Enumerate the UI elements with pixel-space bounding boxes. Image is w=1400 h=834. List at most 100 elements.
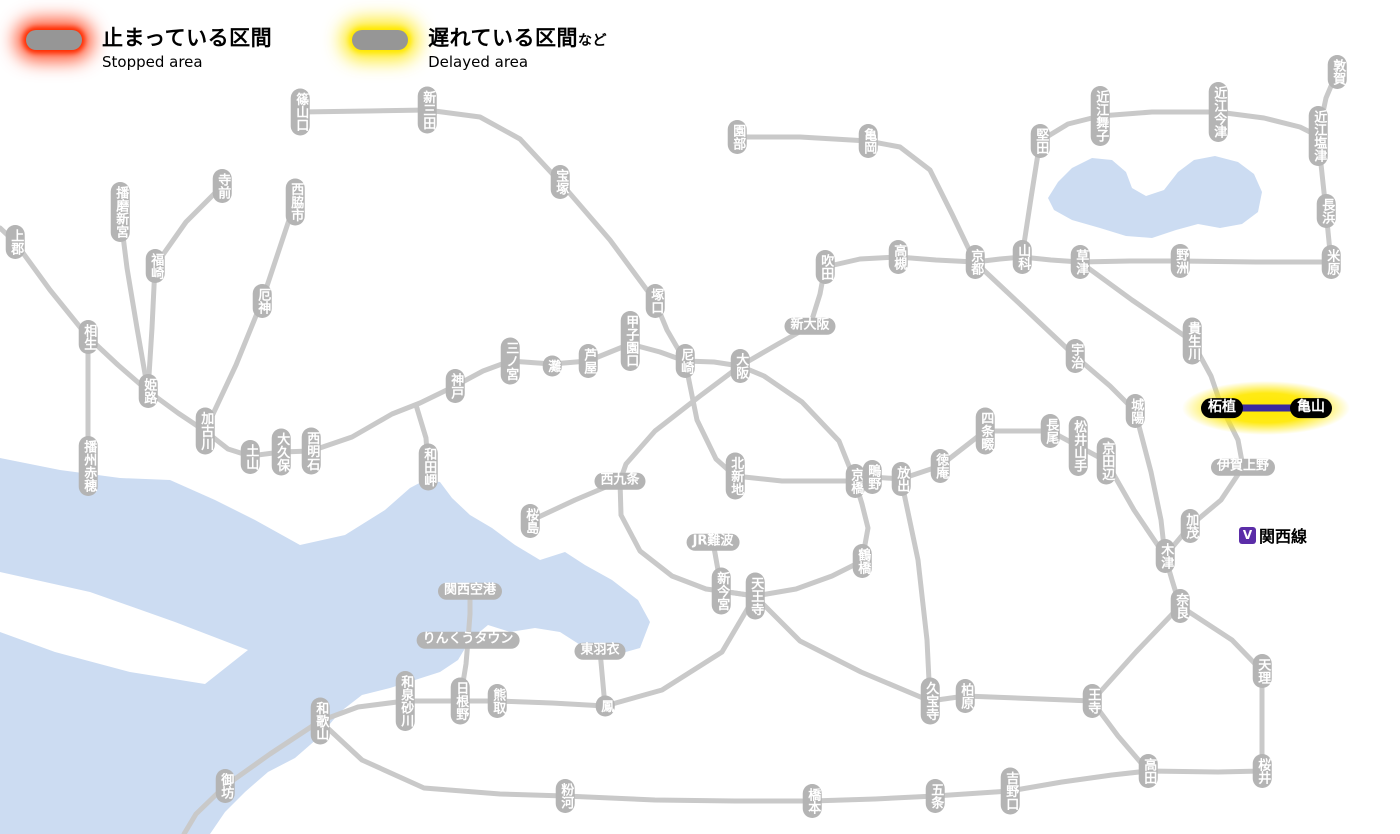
station-pill-JR難波: JR難波 bbox=[686, 533, 740, 551]
station-pill-橋本: 橋本 bbox=[802, 784, 822, 818]
station-pill-日根野: 日根野 bbox=[450, 677, 470, 725]
station-pill-長尾: 長尾 bbox=[1040, 414, 1060, 448]
legend-stopped: 止まっている区間 Stopped area bbox=[26, 22, 272, 71]
land-area-0 bbox=[0, 572, 248, 684]
station-pill-西九条: 西九条 bbox=[594, 472, 646, 490]
station-pill-徳庵: 徳庵 bbox=[930, 449, 950, 483]
station-pill-鳳: 鳳 bbox=[595, 695, 615, 717]
rail-line-yamatoji bbox=[710, 539, 1183, 704]
station-pill-西脇市: 西脇市 bbox=[285, 178, 305, 226]
station-pill-芦屋: 芦屋 bbox=[578, 344, 598, 378]
station-pill-播州赤穂: 播州赤穂 bbox=[78, 436, 98, 496]
legend-delayed-label-ja: 遅れている区間など bbox=[428, 22, 607, 52]
alert-station-pill-亀山[interactable]: 亀山 bbox=[1290, 398, 1332, 418]
station-pill-御坊: 御坊 bbox=[215, 769, 235, 803]
station-pill-和歌山: 和歌山 bbox=[310, 697, 330, 745]
rail-line-osaka-higashi bbox=[898, 476, 933, 704]
station-pill-土山: 土山 bbox=[240, 440, 260, 474]
station-pill-五条: 五条 bbox=[925, 779, 945, 813]
station-pill-伊賀上野: 伊賀上野 bbox=[1210, 458, 1276, 476]
rail-line-wakayama bbox=[317, 698, 1151, 804]
rail-line-gakkentoshi bbox=[852, 428, 1168, 559]
rail-line-manyo bbox=[1145, 603, 1265, 775]
kansai-line-symbol-icon: V bbox=[1239, 526, 1256, 544]
station-pill-新今宮: 新今宮 bbox=[711, 567, 731, 615]
station-pill-長浜: 長浜 bbox=[1316, 194, 1336, 228]
station-pill-貴生川: 貴生川 bbox=[1182, 317, 1202, 365]
station-pill-高槻: 高槻 bbox=[888, 240, 908, 274]
legend: 止まっている区間 Stopped area 遅れている区間など Delayed … bbox=[26, 22, 607, 71]
station-pill-和田岬: 和田岬 bbox=[418, 443, 438, 491]
station-pill-姫路: 姫路 bbox=[138, 374, 158, 408]
station-pill-木津: 木津 bbox=[1155, 539, 1175, 573]
station-pill-鴫野: 鴫野 bbox=[862, 460, 882, 494]
station-pill-堅田: 堅田 bbox=[1030, 124, 1050, 158]
rail-line-bantan bbox=[145, 183, 225, 394]
rail-line-kosei bbox=[1019, 109, 1321, 260]
station-pill-加茂: 加茂 bbox=[1180, 509, 1200, 543]
station-pill-桜井: 桜井 bbox=[1252, 754, 1272, 788]
station-pill-新大阪: 新大阪 bbox=[784, 317, 836, 335]
station-pill-粉河: 粉河 bbox=[555, 779, 575, 813]
station-pill-大久保: 大久保 bbox=[271, 428, 291, 476]
station-pill-京都: 京都 bbox=[965, 245, 985, 279]
station-pill-熊取: 熊取 bbox=[487, 684, 507, 718]
station-pill-灘: 灘 bbox=[542, 355, 562, 377]
station-pill-播磨新宮: 播磨新宮 bbox=[110, 182, 130, 242]
legend-delayed-text: 遅れている区間など Delayed area bbox=[428, 22, 607, 71]
station-pill-北新地: 北新地 bbox=[725, 452, 745, 500]
station-pill-吉野口: 吉野口 bbox=[1000, 767, 1020, 815]
legend-delayed: 遅れている区間など Delayed area bbox=[352, 22, 607, 71]
station-pill-奈良: 奈良 bbox=[1170, 589, 1190, 623]
station-pill-草津: 草津 bbox=[1070, 245, 1090, 279]
station-pill-桜島: 桜島 bbox=[520, 504, 540, 538]
station-pill-相生: 相生 bbox=[78, 320, 98, 354]
station-pill-篠山口: 篠山口 bbox=[290, 88, 310, 136]
station-pill-亀岡: 亀岡 bbox=[858, 124, 878, 158]
legend-delayed-main: 遅れている区間 bbox=[428, 26, 578, 50]
station-pill-柏原: 柏原 bbox=[955, 679, 975, 713]
kansai-line-name: 関西線 bbox=[1259, 527, 1308, 546]
station-pill-近江舞子: 近江舞子 bbox=[1090, 86, 1110, 146]
water-area-1 bbox=[0, 458, 650, 834]
station-pill-新三田: 新三田 bbox=[417, 86, 437, 134]
station-pill-久宝寺: 久宝寺 bbox=[920, 677, 940, 725]
rail-line-hanwa bbox=[317, 593, 758, 724]
station-pill-上郡: 上郡 bbox=[5, 225, 25, 259]
station-pill-近江塩津: 近江塩津 bbox=[1308, 106, 1328, 166]
legend-delayed-label-en: Delayed area bbox=[428, 53, 529, 71]
station-pill-宇治: 宇治 bbox=[1065, 339, 1085, 373]
alert-station-pill-柘植[interactable]: 柘植 bbox=[1201, 398, 1243, 418]
station-pill-大阪: 大阪 bbox=[730, 349, 750, 383]
legend-delayed-suffix: など bbox=[577, 33, 607, 49]
rail-line-sagano bbox=[734, 134, 978, 265]
station-pill-天理: 天理 bbox=[1252, 654, 1272, 688]
station-pill-福崎: 福崎 bbox=[145, 249, 165, 283]
station-pill-園部: 園部 bbox=[727, 120, 747, 154]
station-pill-厄神: 厄神 bbox=[252, 284, 272, 318]
station-pill-西明石: 西明石 bbox=[301, 427, 321, 475]
station-pill-甲子園口: 甲子園口 bbox=[620, 311, 640, 371]
station-pill-東羽衣: 東羽衣 bbox=[574, 642, 626, 660]
kansai-line-label[interactable]: V 関西線 bbox=[1239, 523, 1307, 547]
station-pill-松井山手: 松井山手 bbox=[1068, 416, 1088, 476]
station-pill-宝塚: 宝塚 bbox=[550, 165, 570, 199]
station-pill-和泉砂川: 和泉砂川 bbox=[395, 671, 415, 731]
station-pill-鶴橋: 鶴橋 bbox=[852, 544, 872, 578]
station-pill-山科: 山科 bbox=[1012, 240, 1032, 274]
station-pill-京田辺: 京田辺 bbox=[1096, 437, 1116, 485]
delayed-area-swatch-icon bbox=[352, 30, 409, 50]
station-pill-三ノ宮: 三ノ宮 bbox=[500, 337, 520, 385]
station-pill-加古川: 加古川 bbox=[195, 407, 215, 455]
stopped-area-swatch-icon bbox=[26, 30, 82, 50]
water-area-0 bbox=[1048, 156, 1262, 238]
station-pill-王寺: 王寺 bbox=[1082, 684, 1102, 718]
station-pill-米原: 米原 bbox=[1321, 245, 1341, 279]
station-pill-野洲: 野洲 bbox=[1170, 244, 1190, 278]
legend-stopped-label-ja: 止まっている区間 bbox=[102, 26, 273, 50]
legend-stopped-label-en: Stopped area bbox=[102, 53, 203, 71]
legend-stopped-text: 止まっている区間 Stopped area bbox=[102, 22, 272, 71]
